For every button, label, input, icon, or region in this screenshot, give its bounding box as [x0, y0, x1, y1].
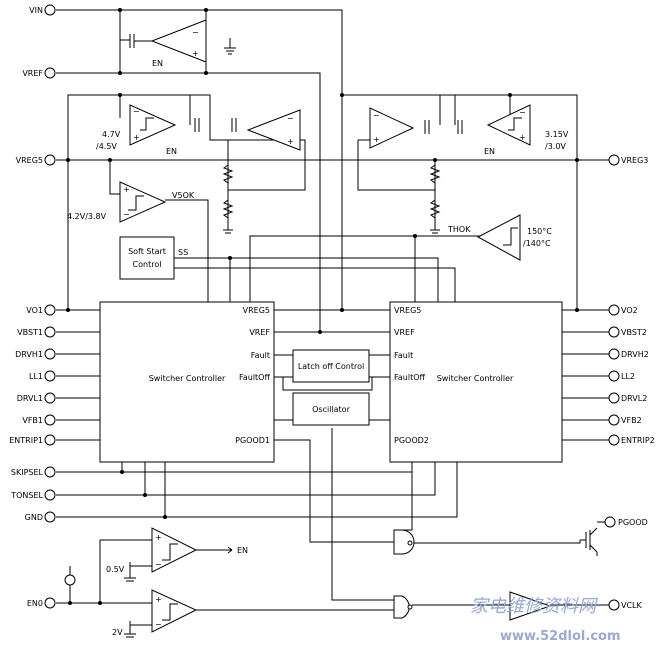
- svg-text:Oscillator: Oscillator: [312, 405, 350, 414]
- svg-text:SKIPSEL: SKIPSEL: [11, 468, 44, 477]
- svg-text:150°C: 150°C: [527, 227, 552, 236]
- svg-text:−: −: [133, 107, 140, 116]
- svg-text:−: −: [192, 28, 199, 37]
- svg-text:DRVH2: DRVH2: [621, 350, 649, 359]
- switcher-controller-1: Switcher Controller VREG5 VREF Fault Fau…: [99, 301, 275, 463]
- thermal-comparator: THOK 150°C /140°C: [447, 214, 552, 261]
- svg-text:4.2V/3.8V: 4.2V/3.8V: [67, 212, 107, 221]
- svg-text:家电维修资料网: 家电维修资料网: [470, 596, 598, 617]
- svg-text:VREF: VREF: [394, 328, 415, 337]
- right-pins: VREG3 VO2 VBST2 DRVH2 LL2 DRVL2 VFB2 ENT…: [604, 154, 655, 611]
- svg-text:Switcher Controller: Switcher Controller: [437, 374, 514, 383]
- svg-text:FaultOff: FaultOff: [394, 373, 425, 382]
- svg-text:PGOOD: PGOOD: [618, 518, 648, 527]
- svg-text:EN: EN: [166, 147, 177, 156]
- svg-text:VBST1: VBST1: [17, 328, 43, 337]
- svg-text:Control: Control: [133, 260, 162, 269]
- svg-text:−: −: [155, 560, 162, 569]
- svg-text:/3.0V: /3.0V: [545, 142, 566, 151]
- watermark: 家电维修资料网 www.52dlol.com: [470, 596, 621, 644]
- svg-text:DRVL2: DRVL2: [621, 394, 647, 403]
- svg-text:VREG5: VREG5: [243, 306, 270, 315]
- svg-text:VREF: VREF: [22, 69, 43, 78]
- svg-text:V5OK: V5OK: [172, 191, 195, 200]
- resistor-dividers: [222, 164, 441, 234]
- svg-text:PGOOD1: PGOOD1: [235, 436, 270, 445]
- svg-text:0.5V: 0.5V: [106, 565, 125, 574]
- svg-text:EN0: EN0: [27, 599, 43, 608]
- svg-text:Soft Start: Soft Start: [128, 247, 166, 256]
- svg-text:VCLK: VCLK: [621, 601, 643, 610]
- left-pins: VIN VREF VREG5 VO1 VBST1 DRVH1 LL1 DRVL1…: [9, 4, 56, 609]
- svg-text:Switcher Controller: Switcher Controller: [149, 374, 226, 383]
- svg-text:LL2: LL2: [621, 372, 635, 381]
- svg-text:www.52dlol.com: www.52dlol.com: [500, 629, 621, 644]
- vref-amplifier: − + EN: [129, 19, 236, 68]
- oscillator: Oscillator: [292, 392, 370, 426]
- svg-text:+: +: [373, 135, 380, 144]
- svg-text:EN: EN: [152, 59, 163, 68]
- svg-text:DRVL1: DRVL1: [17, 394, 43, 403]
- svg-text:Fault: Fault: [394, 351, 413, 360]
- svg-text:Fault: Fault: [251, 351, 270, 360]
- svg-text:VIN: VIN: [29, 6, 43, 15]
- svg-text:GND: GND: [25, 513, 43, 522]
- svg-text:+: +: [123, 185, 130, 194]
- switcher-controller-2: Switcher Controller VREG5 VREF Fault Fau…: [389, 301, 563, 463]
- svg-text:+: +: [155, 533, 162, 542]
- svg-text:/140°C: /140°C: [523, 239, 551, 248]
- ldo5-comparator: − + 4.7V /4.5V EN − +: [96, 104, 301, 156]
- svg-text:+: +: [519, 133, 526, 142]
- svg-text:−: −: [287, 114, 294, 123]
- logic-gates: [393, 527, 598, 621]
- svg-text:VREG3: VREG3: [621, 156, 648, 165]
- svg-text:−: −: [123, 210, 130, 219]
- svg-text:VO2: VO2: [621, 306, 638, 315]
- svg-text:2V: 2V: [112, 628, 123, 637]
- svg-text:/4.5V: /4.5V: [96, 142, 117, 151]
- svg-text:+: +: [287, 137, 294, 146]
- ldo3-comparator: − + − + 3.15V /3.0V EN: [369, 104, 569, 156]
- svg-text:TONSEL: TONSEL: [10, 491, 43, 500]
- svg-text:VREG5: VREG5: [394, 306, 421, 315]
- svg-text:+: +: [155, 595, 162, 604]
- uvlo-comparator: + − 4.2V/3.8V V5OK: [67, 181, 195, 223]
- svg-text:−: −: [373, 111, 380, 120]
- svg-text:−: −: [519, 108, 526, 117]
- svg-text:EN: EN: [484, 147, 495, 156]
- svg-text:VO1: VO1: [26, 306, 43, 315]
- latch-off-control: Latch off Control: [292, 349, 370, 383]
- svg-text:4.7V: 4.7V: [102, 130, 121, 139]
- svg-text:−: −: [155, 620, 162, 629]
- svg-text:+: +: [192, 49, 199, 58]
- svg-text:VFB2: VFB2: [621, 416, 642, 425]
- svg-text:VREG5: VREG5: [16, 156, 43, 165]
- svg-text:DRVH1: DRVH1: [15, 350, 43, 359]
- svg-text:VREF: VREF: [249, 328, 270, 337]
- svg-text:+: +: [133, 133, 140, 142]
- svg-text:THOK: THOK: [447, 225, 471, 234]
- svg-text:ENTRIP2: ENTRIP2: [621, 436, 655, 445]
- svg-text:FaultOff: FaultOff: [239, 373, 270, 382]
- svg-text:VFB1: VFB1: [22, 416, 43, 425]
- junctions: [66, 8, 579, 605]
- en-comparators: + − EN + − 0.5V 2V: [64, 527, 248, 638]
- svg-text:VBST2: VBST2: [621, 328, 647, 337]
- svg-text:SS: SS: [178, 248, 188, 257]
- soft-start-block: Soft Start Control SS: [119, 236, 188, 280]
- svg-text:Latch off Control: Latch off Control: [298, 362, 364, 371]
- svg-text:EN: EN: [237, 546, 248, 555]
- svg-text:3.15V: 3.15V: [545, 130, 569, 139]
- svg-text:LL1: LL1: [29, 372, 43, 381]
- svg-text:PGOOD2: PGOOD2: [394, 436, 429, 445]
- svg-text:ENTRIP1: ENTRIP1: [9, 436, 43, 445]
